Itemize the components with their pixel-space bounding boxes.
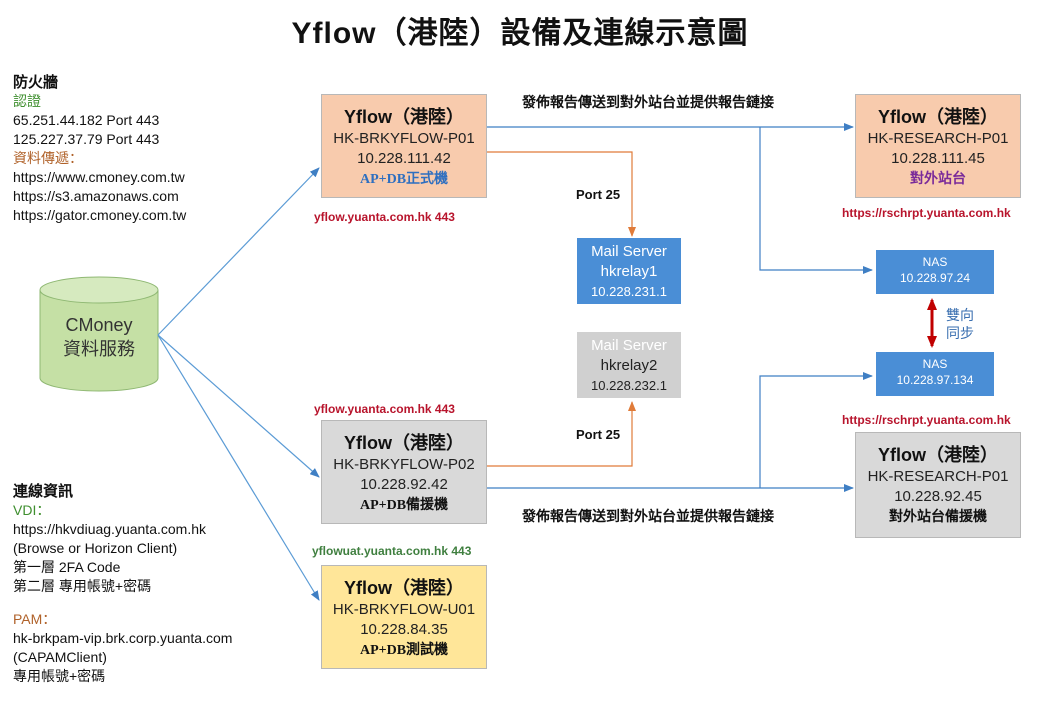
firewall-heading: 防火牆 <box>13 74 59 91</box>
nas-1: NAS 10.228.97.24 <box>876 250 994 294</box>
link-cmoney-p01 <box>157 167 320 336</box>
link-to-nas1 <box>759 127 873 274</box>
auth-label: 認證 <box>13 93 41 109</box>
server-name: Yflow（港陸） <box>344 578 464 598</box>
mail-server-relay1: Mail Server hkrelay1 10.228.231.1 <box>577 238 681 304</box>
sync-label: 雙向 同步 <box>946 306 974 342</box>
server-role: AP+DB測試機 <box>359 643 449 658</box>
server-host: HK-BRKYFLOW-P02 <box>333 456 475 473</box>
server-ip: 10.228.92.45 <box>894 488 982 505</box>
server-role: AP+DB備援機 <box>359 498 449 513</box>
server-role: 對外站台 <box>910 172 966 187</box>
nas-label: NAS <box>922 255 948 269</box>
server-p01: Yflow（港陸） HK-BRKYFLOW-P01 10.228.111.42 … <box>321 94 487 198</box>
nas-ip: 10.228.97.134 <box>896 373 974 387</box>
pam-line: (CAPAMClient) <box>13 649 107 665</box>
url-research2: https://rschrpt.yuanta.com.hk <box>842 413 1011 427</box>
transfer-label: 資料傳遞： <box>13 150 83 166</box>
server-u01: Yflow（港陸） HK-BRKYFLOW-U01 10.228.84.35 A… <box>321 565 487 669</box>
mail-host: hkrelay2 <box>600 357 658 374</box>
pam-label: PAM： <box>13 611 57 627</box>
mail-ip: 10.228.231.1 <box>591 284 667 299</box>
server-research1: Yflow（港陸） HK-RESEARCH-P01 10.228.111.45 … <box>855 94 1021 198</box>
pam-line: 專用帳號+密碼 <box>13 668 106 684</box>
cmoney-line2: 資料服務 <box>63 339 135 359</box>
server-name: Yflow（港陸） <box>344 433 464 453</box>
server-host: HK-BRKYFLOW-P01 <box>333 130 475 147</box>
nas-label: NAS <box>922 357 948 371</box>
cmoney-line1: CMoney <box>65 315 133 335</box>
page-title: Yflow（港陸）設備及連線示意圖 <box>291 17 749 50</box>
cmoney-label: CMoney 資料服務 <box>40 313 158 361</box>
vdi-line: 第二層 專用帳號+密碼 <box>13 578 152 594</box>
vdi-label: VDI： <box>13 502 51 518</box>
nas-ip: 10.228.97.24 <box>899 271 971 285</box>
server-host: HK-RESEARCH-P01 <box>867 130 1009 147</box>
nas-2: NAS 10.228.97.134 <box>876 352 994 396</box>
mail-label: Mail Server <box>591 337 667 354</box>
server-name: Yflow（港陸） <box>878 107 998 127</box>
link-cmoney-u01 <box>157 334 320 601</box>
connection-panel: 連線資訊 VDI： https://hkvdiuag.yuanta.com.hk… <box>13 482 232 686</box>
sync-label-line2: 同步 <box>946 325 974 341</box>
url-p02: yflow.yuanta.com.hk 443 <box>314 402 455 416</box>
server-role: AP+DB正式機 <box>359 172 449 187</box>
url-u01: yflowuat.yuanta.com.hk 443 <box>312 544 472 558</box>
mail-server-relay2: Mail Server hkrelay2 10.228.232.1 <box>577 332 681 398</box>
url-research1: https://rschrpt.yuanta.com.hk <box>842 206 1011 220</box>
vdi-line: 第一層 2FA Code <box>13 559 121 575</box>
publish-label-bottom: 發佈報告傳送到對外站台並提供報告鏈接 <box>522 508 774 524</box>
auth-line: 125.227.37.79 Port 443 <box>13 131 160 147</box>
link-p01-relay1 <box>487 151 636 237</box>
link-to-nas2 <box>759 372 873 488</box>
server-name: Yflow（港陸） <box>344 107 464 127</box>
server-host: HK-RESEARCH-P01 <box>867 468 1009 485</box>
link-p02-relay2 <box>487 401 636 467</box>
url-p01: yflow.yuanta.com.hk 443 <box>314 210 455 224</box>
server-ip: 10.228.111.45 <box>891 150 985 167</box>
server-ip: 10.228.84.35 <box>360 621 448 638</box>
connection-heading: 連線資訊 <box>13 483 74 500</box>
mail-label: Mail Server <box>591 243 667 260</box>
server-host: HK-BRKYFLOW-U01 <box>332 601 476 618</box>
cmoney-cylinder <box>39 276 159 392</box>
firewall-panel: 防火牆 認證 65.251.44.182 Port 443 125.227.37… <box>13 73 186 225</box>
server-role: 對外站台備援機 <box>889 510 987 525</box>
publish-label-top: 發佈報告傳送到對外站台並提供報告鏈接 <box>522 94 774 110</box>
sync-label-line1: 雙向 <box>946 307 974 323</box>
transfer-line: https://s3.amazonaws.com <box>13 188 179 204</box>
mail-ip: 10.228.232.1 <box>591 378 667 393</box>
server-ip: 10.228.92.42 <box>360 476 448 493</box>
server-ip: 10.228.111.42 <box>357 150 451 167</box>
server-research2: Yflow（港陸） HK-RESEARCH-P01 10.228.92.45 對… <box>855 432 1021 538</box>
port-label-relay2: Port 25 <box>576 427 621 442</box>
vdi-line: (Browse or Horizon Client) <box>13 540 178 556</box>
pam-line: hk-brkpam-vip.brk.corp.yuanta.com <box>13 630 233 646</box>
port-label-relay1: Port 25 <box>576 187 621 202</box>
server-p02: Yflow（港陸） HK-BRKYFLOW-P02 10.228.92.42 A… <box>321 420 487 524</box>
mail-host: hkrelay1 <box>600 263 658 280</box>
transfer-line: https://gator.cmoney.com.tw <box>13 207 187 223</box>
auth-line: 65.251.44.182 Port 443 <box>13 112 160 128</box>
vdi-line: https://hkvdiuag.yuanta.com.hk <box>13 521 206 537</box>
link-cmoney-p02 <box>157 334 320 478</box>
server-name: Yflow（港陸） <box>878 445 998 465</box>
transfer-line: https://www.cmoney.com.tw <box>13 169 185 185</box>
